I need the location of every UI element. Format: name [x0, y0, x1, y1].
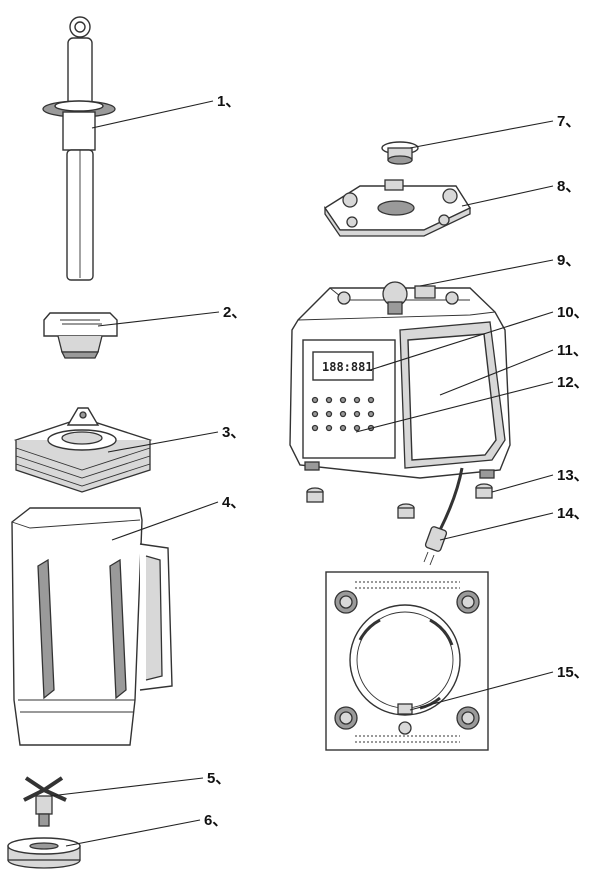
callout-11: 11、 [557, 342, 588, 359]
callout-10: 10、 [557, 304, 589, 321]
callout-5: 5、 [207, 770, 230, 787]
callout-2: 2、 [223, 304, 246, 321]
motor-base: 188:881 [289, 281, 511, 479]
part-10-display [312, 351, 374, 381]
part-1-tamper [42, 16, 116, 281]
part-14-power-cord [423, 467, 464, 566]
part-5-blade [23, 776, 67, 827]
callout-8: 8、 [557, 178, 580, 195]
part-6-seal-ring [7, 837, 81, 869]
part-13-feet [306, 483, 493, 519]
callout-15: 15、 [557, 664, 589, 681]
callout-3: 3、 [222, 424, 245, 441]
part-3-lid [13, 407, 153, 493]
callout-14: 14、 [557, 505, 589, 522]
callout-6: 6、 [204, 812, 227, 829]
part-15-base-bottom [325, 571, 489, 751]
callout-9: 9、 [557, 252, 580, 269]
control-buttons [311, 396, 375, 432]
leader-lines [49, 100, 554, 847]
part-4-jar [11, 507, 173, 746]
callout-13: 13、 [557, 467, 589, 484]
part-8-mounting-plate [324, 179, 472, 237]
callout-1: 1、 [217, 93, 240, 110]
part-7-coupler [381, 141, 419, 165]
part-2-lid-cap [43, 312, 118, 359]
callout-4: 4、 [222, 494, 245, 511]
callout-12: 12、 [557, 374, 589, 391]
display-readout: 188:881 [322, 360, 373, 374]
callout-labels: 1、 2、 3、 4、 5、 6、 7、 8、 9、 10、 11、 12、 1… [204, 93, 589, 829]
callout-7: 7、 [557, 113, 580, 130]
